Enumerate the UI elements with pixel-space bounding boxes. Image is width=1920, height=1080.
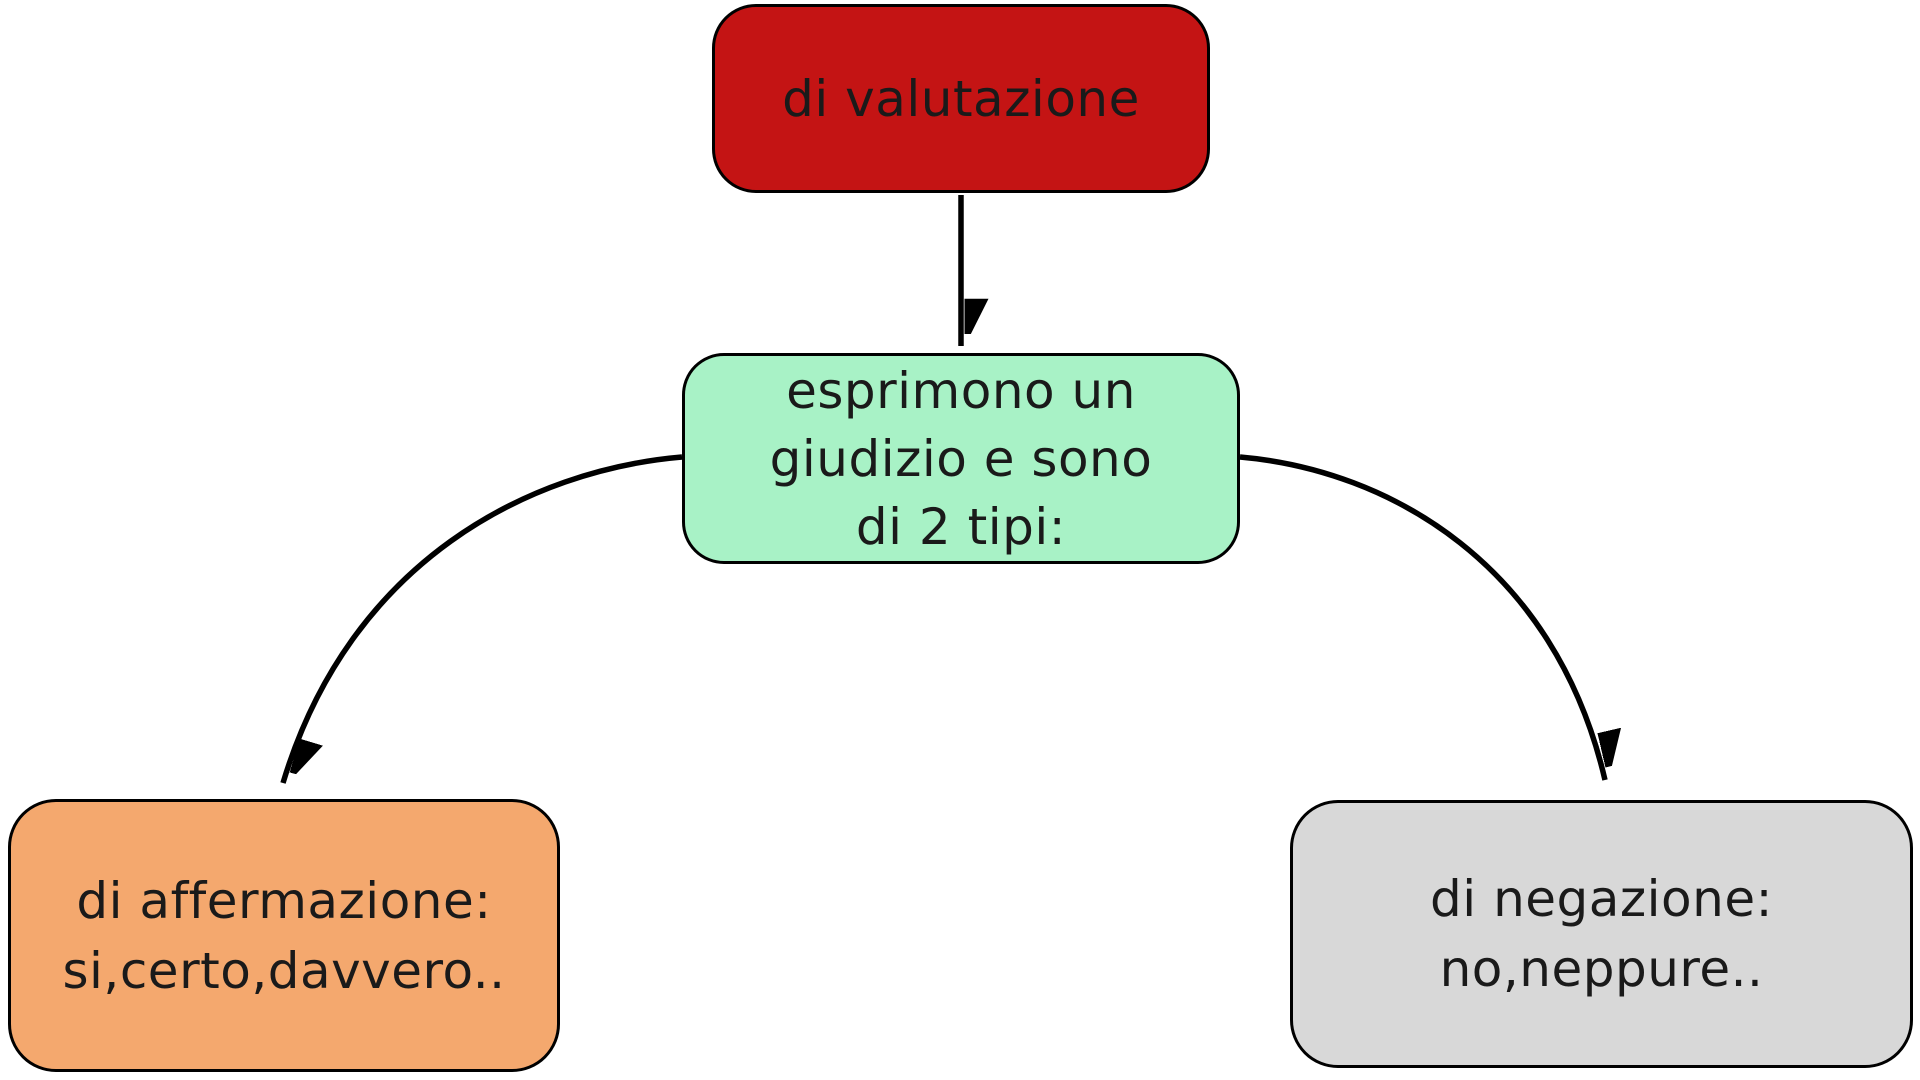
node-label-line: esprimono un: [786, 361, 1136, 420]
node-di-affermazione: di affermazione: si,certo,davvero..: [8, 799, 560, 1072]
node-label-line: no,neppure..: [1439, 940, 1764, 998]
node-di-valutazione: di valutazione: [712, 4, 1210, 193]
node-label-line: si,certo,davvero..: [62, 941, 506, 1000]
node-label-line: giudizio e sono: [769, 429, 1153, 488]
node-di-negazione: di negazione: no,neppure..: [1290, 800, 1913, 1068]
connector-giudizio-negazione: [1239, 454, 1605, 781]
node-label-line: di affermazione:: [76, 871, 492, 930]
node-esprimono-giudizio: esprimono un giudizio e sono di 2 tipi:: [682, 353, 1240, 564]
node-label-line: di negazione:: [1430, 870, 1773, 928]
connector-giudizio-affermazione: [280, 454, 683, 784]
node-label: di valutazione: [782, 69, 1140, 128]
node-label-line: di 2 tipi:: [855, 497, 1067, 556]
